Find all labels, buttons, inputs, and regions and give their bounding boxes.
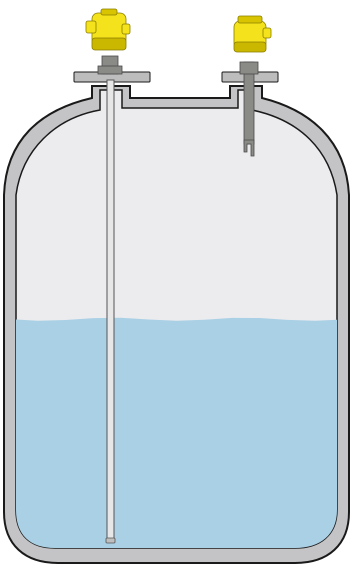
rod-probe [106,79,115,543]
fork-sensor-nut [239,61,259,75]
rod-sensor-nut [97,65,123,75]
rod-sensor-housing [85,8,131,51]
fork-sensor-housing [233,15,272,53]
vibrating-fork-level-switch-icon [233,15,272,157]
liquid-surface [16,317,337,548]
guided-radar-rod-probe-icon [85,8,131,544]
fork-tines [243,139,255,157]
rod-probe-tip [105,537,116,544]
liquid-fill [16,317,337,548]
